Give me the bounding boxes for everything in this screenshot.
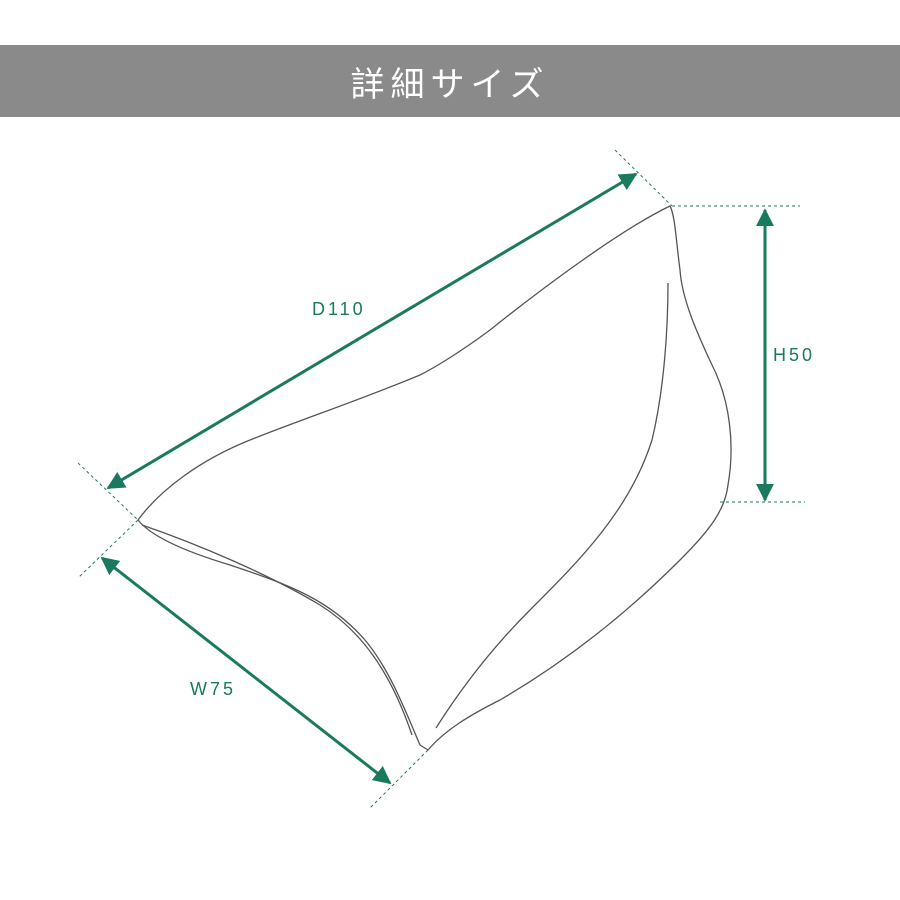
depth-label: D110 [312, 299, 366, 319]
dimension-arrows [100, 172, 774, 785]
guide-width-bottom [369, 749, 429, 809]
cushion-illustration [137, 205, 732, 751]
cushion-lower-seam [141, 524, 413, 736]
guide-lines [77, 149, 805, 809]
width-label: W75 [190, 679, 236, 699]
cushion-inner-seam [435, 282, 669, 729]
section-header: 詳細サイズ [0, 45, 900, 117]
depth-arrow [106, 172, 638, 490]
guide-depth-top [614, 149, 673, 207]
width-arrow [100, 556, 392, 785]
height-label: H50 [773, 345, 815, 365]
cushion-outer-outline [137, 205, 732, 751]
section-title: 詳細サイズ [350, 64, 550, 105]
guide-depth-bottom [77, 462, 139, 521]
guide-width-top [77, 519, 139, 579]
